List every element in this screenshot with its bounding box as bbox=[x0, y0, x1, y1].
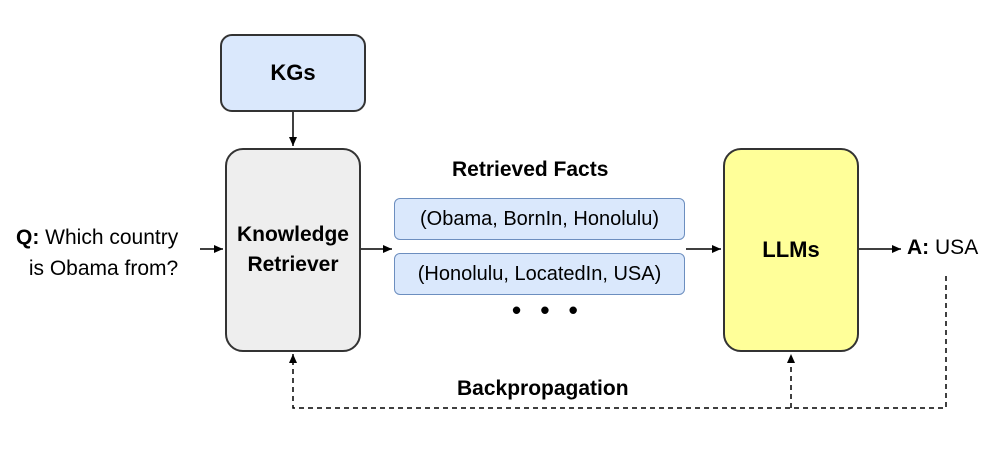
question-text: Q: Which country is Obama from? bbox=[16, 222, 178, 284]
kgs-label: KGs bbox=[270, 60, 316, 85]
backprop-dashed-path bbox=[289, 276, 947, 409]
kgs-node: KGs bbox=[220, 34, 366, 112]
more-facts-ellipsis: • • • bbox=[512, 295, 584, 325]
question-prefix: Q: bbox=[16, 226, 40, 249]
answer-value: USA bbox=[935, 236, 979, 259]
fact-box: (Honolulu, LocatedIn, USA) bbox=[394, 253, 685, 295]
answer-prefix: A: bbox=[907, 236, 930, 259]
retriever-label-line2: Retriever bbox=[247, 253, 339, 276]
retriever-label-line1: Knowledge bbox=[236, 223, 349, 246]
knowledge-retriever-node: Knowledge Retriever bbox=[225, 148, 361, 352]
question-line2: is Obama from? bbox=[28, 257, 179, 280]
fact-box: (Obama, BornIn, Honolulu) bbox=[394, 198, 685, 240]
backpropagation-label: Backpropagation bbox=[457, 377, 629, 400]
llms-label: LLMs bbox=[762, 237, 820, 262]
retrieved-facts-title: Retrieved Facts bbox=[452, 158, 609, 181]
question-line1: Which country bbox=[45, 226, 179, 249]
llms-node: LLMs bbox=[723, 148, 859, 352]
answer-text: A: USA bbox=[907, 236, 978, 260]
